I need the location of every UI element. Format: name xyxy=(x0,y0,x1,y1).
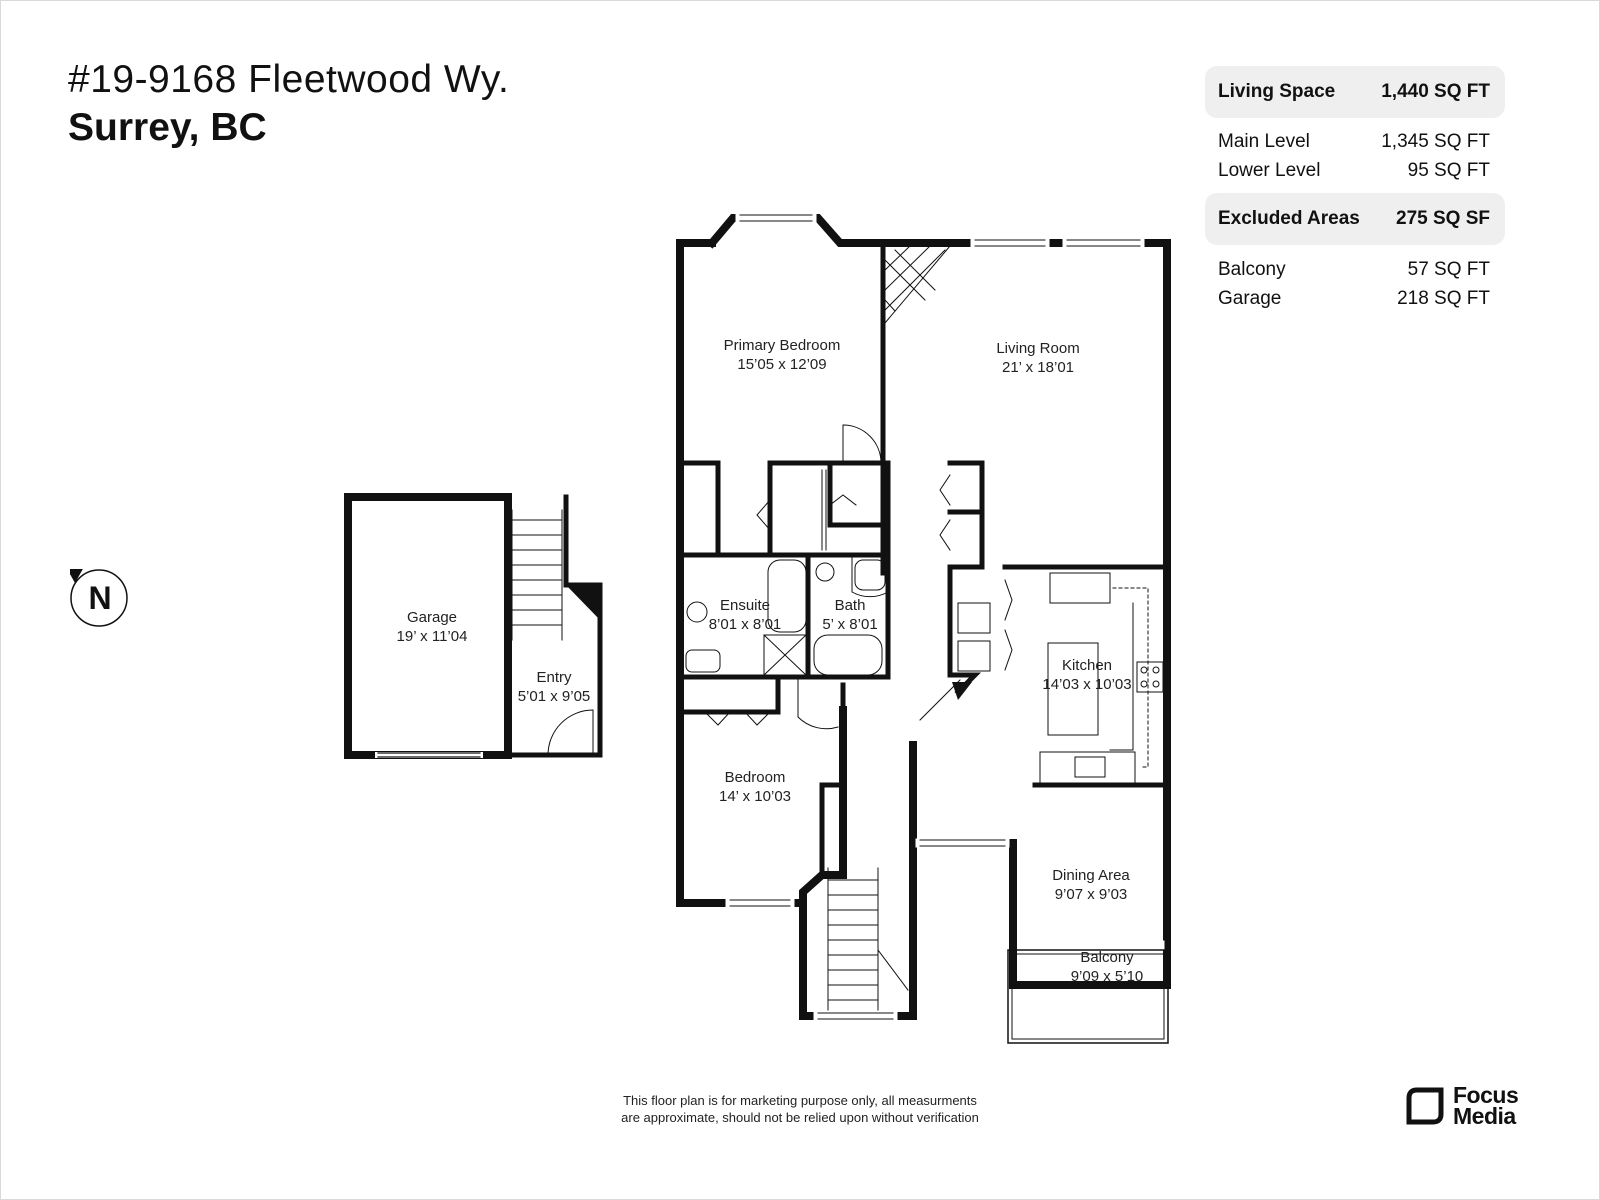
balcony-name: Balcony xyxy=(1080,949,1134,966)
garage-walls xyxy=(344,493,512,759)
living-space-row: Living Space 1,440 SQ FT xyxy=(1205,66,1505,118)
dining-name: Dining Area xyxy=(1052,867,1130,884)
primary-bedroom-name: Primary Bedroom xyxy=(724,337,841,354)
disclaimer: This floor plan is for marketing purpose… xyxy=(560,1092,1040,1126)
balcony-area-row: Balcony 57 SQ FT xyxy=(1205,255,1505,284)
bedroom-dims: 14’ x 10’03 xyxy=(719,788,791,805)
fireplace-hatch xyxy=(884,245,952,325)
living-room-dims: 21’ x 18’01 xyxy=(1002,359,1074,376)
lower-level-label: Lower Level xyxy=(1218,159,1321,181)
focus-media-icon xyxy=(1406,1087,1444,1125)
ensuite-dims: 8’01 x 8’01 xyxy=(709,616,782,633)
main-stair xyxy=(827,867,909,1011)
bath-dims: 5’ x 8’01 xyxy=(822,616,877,633)
bedroom-name: Bedroom xyxy=(725,769,786,786)
main-level-row: Main Level 1,345 SQ FT xyxy=(1205,127,1505,156)
disclaimer-line-2: are approximate, should not be relied up… xyxy=(621,1110,979,1125)
compass-letter: N xyxy=(88,580,111,616)
brand-logo: Focus Media xyxy=(1405,1082,1519,1129)
garage-dims: 19’ x 11’04 xyxy=(397,628,468,645)
excluded-areas-value: 275 SQ SF xyxy=(1396,208,1490,229)
entry-stair xyxy=(511,509,563,641)
excluded-areas-label: Excluded Areas xyxy=(1218,208,1360,229)
bath-name: Bath xyxy=(835,597,866,614)
bath-fixtures xyxy=(685,559,886,676)
excluded-areas-row: Excluded Areas 275 SQ SF xyxy=(1205,193,1505,245)
main-level-label: Main Level xyxy=(1218,130,1310,152)
kitchen-name: Kitchen xyxy=(1062,657,1112,674)
lower-level-value: 95 SQ FT xyxy=(1407,159,1490,181)
balcony-area-label: Balcony xyxy=(1218,258,1286,280)
garage-area-row: Garage 218 SQ FT xyxy=(1205,284,1505,313)
main-level-value: 1,345 SQ FT xyxy=(1381,130,1490,152)
address-line-2: Surrey, BC xyxy=(68,106,267,149)
primary-bedroom-dims: 15’05 x 12’09 xyxy=(737,356,826,373)
brand-line-1: Focus xyxy=(1453,1082,1519,1108)
balcony-dims: 9’09 x 5’10 xyxy=(1071,968,1144,985)
dining-dims: 9’07 x 9’03 xyxy=(1055,886,1128,903)
entry-dims: 5’01 x 9’05 xyxy=(518,688,591,705)
area-summary: Living Space 1,440 SQ FT Main Level 1,34… xyxy=(1205,66,1505,313)
compass-icon: N xyxy=(70,569,128,627)
entry-walls xyxy=(505,494,603,758)
living-space-label: Living Space xyxy=(1218,81,1336,102)
garage-area-label: Garage xyxy=(1218,287,1282,309)
garage-name: Garage xyxy=(407,609,457,626)
living-space-value: 1,440 SQ FT xyxy=(1381,81,1490,102)
north-compass: N xyxy=(70,569,128,627)
balcony-area-value: 57 SQ FT xyxy=(1407,258,1490,280)
living-room-name: Living Room xyxy=(996,340,1079,357)
brand-line-2: Media xyxy=(1453,1103,1516,1129)
kitchen-fixtures xyxy=(957,572,1164,786)
balcony-outline xyxy=(1007,949,1169,1044)
room-labels: Primary Bedroom 15’05 x 12’09 Living Roo… xyxy=(397,337,1144,985)
entry-door-swing xyxy=(547,709,594,756)
entry-name: Entry xyxy=(536,669,572,686)
garage-area-value: 218 SQ FT xyxy=(1397,287,1490,309)
ensuite-name: Ensuite xyxy=(720,597,770,614)
address-line-1: #19-9168 Fleetwood Wy. xyxy=(68,58,510,101)
kitchen-dims: 14’03 x 10’03 xyxy=(1042,676,1131,693)
disclaimer-line-1: This floor plan is for marketing purpose… xyxy=(623,1093,977,1108)
lower-level-row: Lower Level 95 SQ FT xyxy=(1205,156,1505,185)
